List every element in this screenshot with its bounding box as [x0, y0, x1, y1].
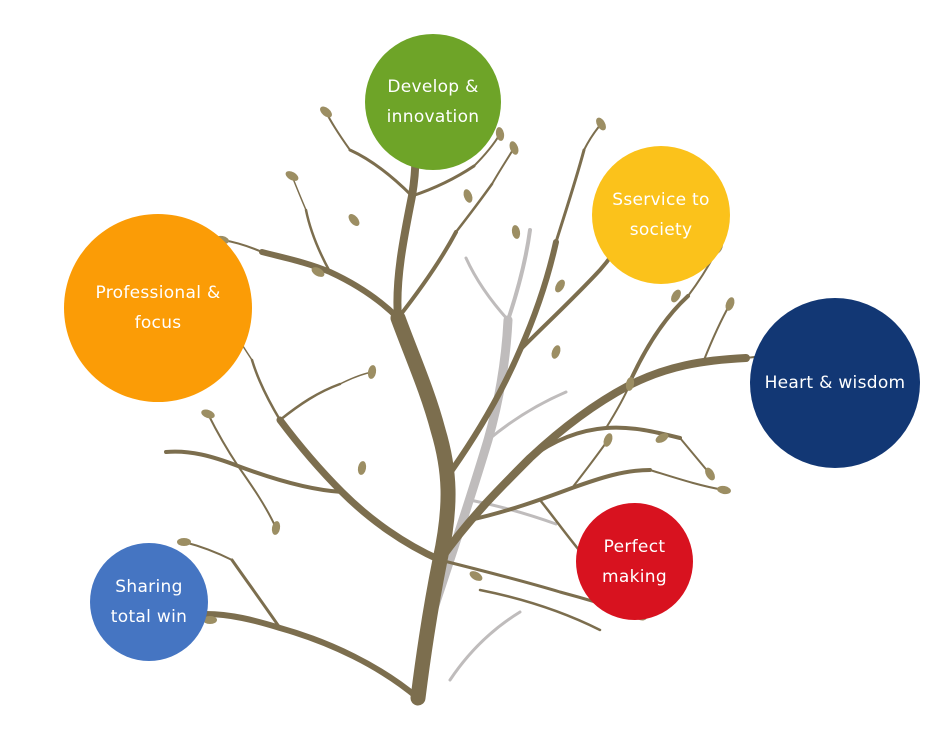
tree-bud: [357, 461, 367, 475]
branch: [291, 175, 307, 211]
branch: [348, 148, 414, 198]
branch: [339, 371, 373, 385]
branch: [325, 111, 351, 151]
professional-focus-line-2: focus: [134, 313, 182, 333]
service-society-line-2: society: [629, 220, 693, 240]
tree-bud: [320, 106, 332, 118]
tree-bud: [596, 117, 606, 131]
tree-bud: [509, 141, 519, 155]
tree-bud: [463, 189, 473, 203]
tree-bud: [555, 279, 565, 293]
perfect-making-line-2: making: [602, 566, 667, 587]
branch: [304, 208, 332, 274]
branch: [203, 611, 421, 701]
tree-bud: [655, 433, 669, 443]
branch: [396, 230, 458, 320]
tree-bud: [551, 345, 561, 359]
branch: [230, 558, 282, 630]
professional-focus-circle: Professional & focus: [64, 214, 252, 402]
sharing-total-win-line-2: total win: [110, 607, 188, 627]
perfect-making-line-1: Perfect: [603, 536, 666, 557]
branch: [390, 310, 456, 706]
develop-innovation-line-2: innovation: [386, 107, 480, 127]
branch: [237, 465, 277, 529]
branch: [583, 123, 602, 151]
shadow-branch: [464, 256, 510, 322]
tree-bud: [271, 521, 281, 535]
perfect-making-circle: Perfect making: [576, 503, 693, 620]
shadow-branch: [506, 228, 532, 322]
tree-bud: [495, 127, 505, 141]
tree-bud: [469, 571, 483, 581]
develop-innovation-line-1: Develop &: [387, 77, 479, 97]
heart-wisdom-circle: Heart & wisdom: [750, 298, 920, 468]
branch: [250, 358, 282, 422]
branch: [276, 416, 444, 564]
shadow-branch: [486, 390, 568, 442]
sharing-total-win-line-1: Sharing: [115, 577, 183, 597]
tree-bud: [367, 365, 377, 379]
tree-bud: [203, 616, 217, 624]
branch: [703, 303, 731, 361]
tree-bud: [348, 214, 360, 226]
branch: [259, 249, 401, 321]
branch: [554, 148, 586, 244]
branch: [410, 164, 476, 198]
branch: [454, 182, 494, 234]
service-society-circle: Sservice to society: [592, 146, 730, 284]
tree-bud: [177, 538, 191, 546]
branch: [626, 294, 690, 388]
branch: [183, 541, 233, 561]
tree-bud: [603, 433, 613, 447]
tree-bud: [625, 377, 635, 391]
branch: [164, 449, 344, 494]
sharing-total-win-circle: Sharing total win: [90, 543, 208, 661]
tree-bud: [671, 289, 681, 303]
tree-bud: [201, 409, 215, 419]
tree-bud: [511, 225, 521, 239]
tree-bud: [705, 467, 715, 481]
shadow-branch: [448, 610, 522, 682]
tree-bud: [285, 171, 299, 181]
branch: [478, 588, 602, 632]
branch: [278, 382, 342, 422]
branch: [436, 354, 750, 564]
tree-shadow-branches: [425, 228, 568, 682]
heart-wisdom-line-1: Heart & wisdom: [764, 373, 906, 393]
professional-focus-line-1: Professional &: [95, 283, 221, 303]
branch: [679, 437, 711, 475]
shadow-branch: [468, 498, 558, 526]
tree-bud: [725, 297, 735, 311]
tree-bud: [717, 485, 731, 495]
develop-innovation-circle: Develop & innovation: [365, 34, 501, 170]
branch: [491, 147, 515, 185]
service-society-line-1: Sservice to: [612, 190, 710, 210]
tree-bud: [311, 267, 325, 277]
